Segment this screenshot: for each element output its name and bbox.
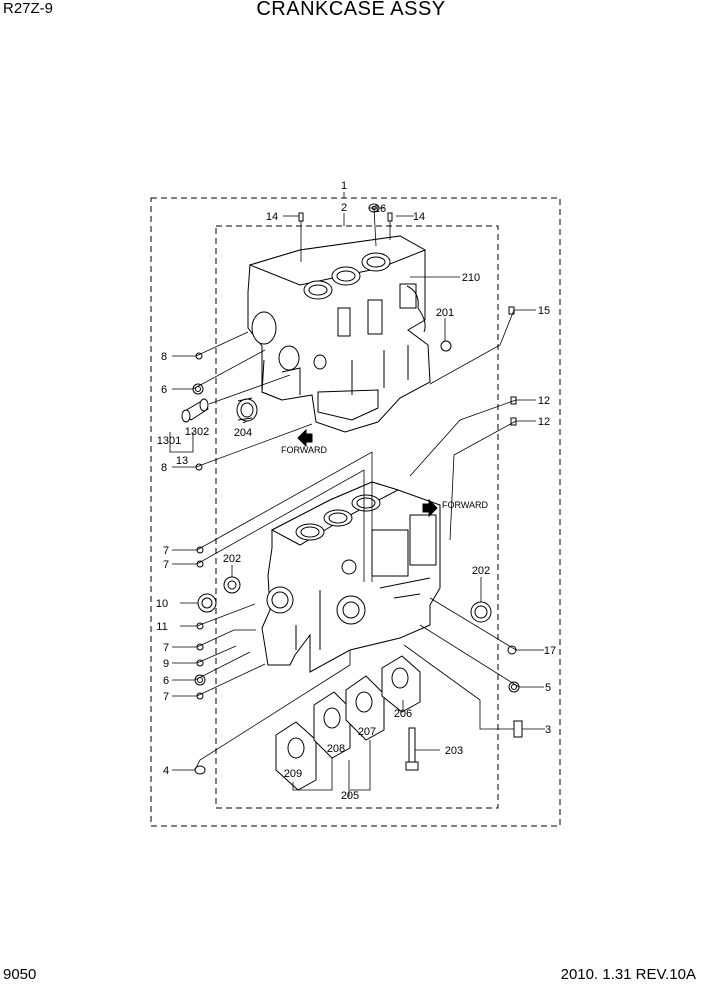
callout: 7 [163, 545, 169, 557]
callout: 1301 [157, 435, 181, 447]
model-code: R27Z-9 [3, 0, 54, 17]
callout: 9 [163, 658, 169, 670]
callout: 5 [545, 682, 551, 694]
revision-date: 2010. 1.31 REV.10A [560, 966, 696, 983]
callout: 11 [156, 621, 167, 633]
callout: 209 [284, 768, 302, 780]
callout: 8 [161, 462, 167, 474]
page-title: CRANKCASE ASSY [256, 0, 446, 20]
callout: 205 [341, 790, 359, 802]
leader-lines [169, 192, 545, 797]
callout: 4 [163, 765, 169, 777]
callout: 8 [161, 351, 167, 363]
callout: 202 [223, 553, 241, 565]
callout-labels: 1 2 14 16 14 210 201 15 8 6 204 1302 130… [156, 180, 556, 802]
callout: 14 [413, 211, 425, 223]
callout: 201 [436, 307, 454, 319]
assembly-frame-inner [215, 225, 499, 809]
small-parts [181, 203, 523, 775]
callout: 10 [156, 598, 168, 610]
callout: 12 [538, 395, 550, 407]
callout: 208 [327, 743, 345, 755]
forward-label: FORWARD [281, 445, 327, 455]
callout: 6 [163, 675, 169, 687]
callout: 1302 [185, 426, 209, 438]
crankcase-block-lower [261, 481, 441, 673]
callout: 206 [394, 708, 412, 720]
forward-label: FORWARD [442, 500, 488, 510]
callout: 204 [234, 427, 252, 439]
callout: 6 [161, 384, 167, 396]
callout: 1 [341, 180, 347, 192]
callout: 210 [462, 272, 480, 284]
page-number: 9050 [3, 966, 37, 983]
callout: 3 [545, 724, 551, 736]
callout: 13 [176, 455, 188, 467]
forward-arrows [297, 428, 438, 518]
callout: 203 [445, 745, 463, 757]
callout: 16 [374, 203, 386, 215]
callout: 207 [358, 726, 376, 738]
callout: 202 [472, 565, 490, 577]
crankcase-block-upper [247, 235, 431, 433]
callout: 17 [544, 645, 556, 657]
callout: 12 [538, 416, 550, 428]
callout: 14 [266, 211, 278, 223]
assembly-frame-outer [150, 197, 561, 827]
bearing-caps [275, 655, 421, 791]
callout: 2 [341, 202, 347, 214]
callout: 7 [163, 642, 169, 654]
callout: 15 [538, 305, 550, 317]
callout: 7 [163, 691, 169, 703]
callout: 7 [163, 559, 169, 571]
